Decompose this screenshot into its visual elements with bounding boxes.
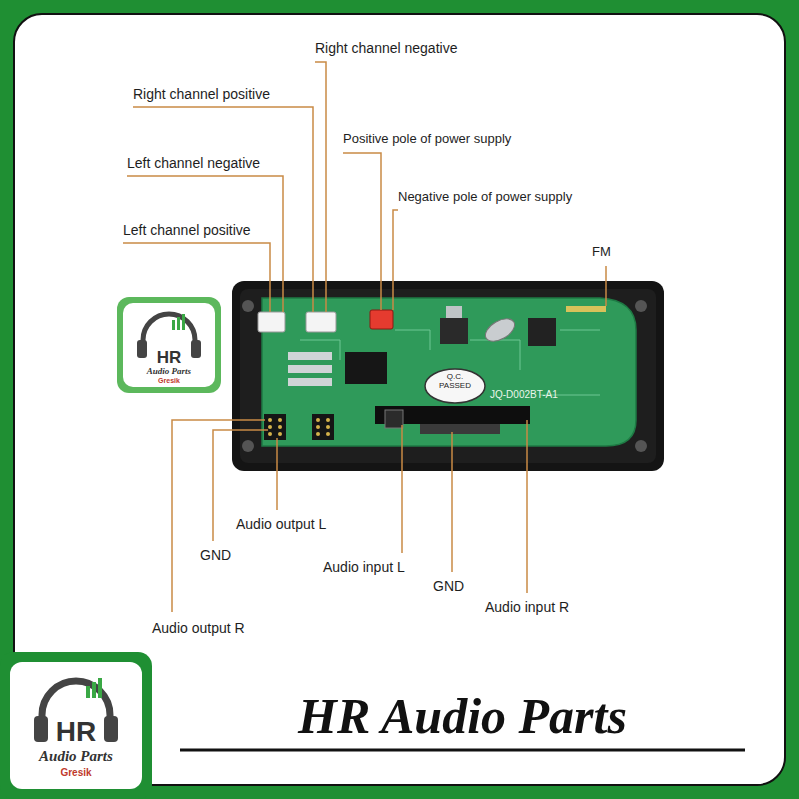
headphone-icon: [34, 716, 48, 742]
power-connector: [370, 310, 393, 329]
headphone-icon: [143, 314, 195, 352]
sd-slot-lip: [420, 424, 500, 434]
jst-connector: [258, 312, 285, 332]
regulator: [440, 318, 468, 344]
callout-label: Audio input L: [323, 559, 405, 575]
mount-hole: [242, 440, 254, 452]
callout-label: Negative pole of power supply: [398, 190, 572, 205]
logo-badge: [0, 652, 152, 799]
logo-badge: [117, 297, 221, 393]
callout-label: Right channel negative: [315, 40, 457, 56]
callout-label: Audio input R: [485, 599, 569, 615]
mount-hole: [242, 300, 254, 312]
headphone-icon: [191, 340, 201, 358]
button: [385, 410, 403, 428]
pcb: [262, 298, 636, 446]
callout-label: Right channel positive: [133, 86, 270, 102]
resistor-row: [288, 378, 332, 386]
logo-text: HR: [40, 716, 112, 748]
mount-hole: [635, 300, 647, 312]
callout-label: Positive pole of power supply: [343, 132, 511, 147]
qc-sticker: [425, 369, 485, 403]
logo-text: HR: [142, 348, 196, 368]
bars-icon: [86, 678, 102, 698]
callout-label: GND: [200, 547, 231, 563]
regulator-tab: [446, 306, 462, 318]
ic-chip: [345, 352, 387, 384]
logo-text: Gresik: [14, 767, 138, 779]
bt-chip: [528, 318, 556, 346]
callout-label: Left channel positive: [123, 222, 251, 238]
callout-label: FM: [592, 245, 611, 260]
banner-title: HR Audio Parts: [180, 688, 745, 746]
headphone-icon: [104, 716, 118, 742]
logo-text: Gresik: [128, 377, 210, 385]
callout-label: Audio output L: [236, 516, 326, 532]
callout-label: GND: [433, 578, 464, 594]
logo-text: Audio Parts: [128, 366, 210, 376]
board-marking: JQ-D002BT-A1: [490, 389, 558, 401]
leader-lines: [123, 62, 606, 612]
headphone-icon: [137, 340, 147, 358]
pin-header: [264, 414, 286, 440]
pin-header: [312, 414, 334, 440]
housing-inner: [240, 289, 656, 463]
sticker-text: Q.C. PASSED: [433, 373, 477, 391]
logo-text: Audio Parts: [14, 748, 138, 765]
logo-badge-inner: [10, 662, 142, 789]
antenna: [566, 306, 606, 312]
callout-label: Audio output R: [152, 620, 245, 636]
resistor-row: [288, 365, 332, 373]
mount-hole: [635, 440, 647, 452]
callout-label: Left channel negative: [127, 155, 260, 171]
resistor-row: [288, 352, 332, 360]
crystal: [482, 314, 519, 346]
logo-badge-inner: [123, 303, 215, 387]
pins: [268, 418, 330, 436]
housing: [232, 281, 664, 471]
bars-icon: [172, 314, 185, 330]
banner-underline: [180, 749, 745, 752]
jst-connector: [306, 312, 336, 332]
